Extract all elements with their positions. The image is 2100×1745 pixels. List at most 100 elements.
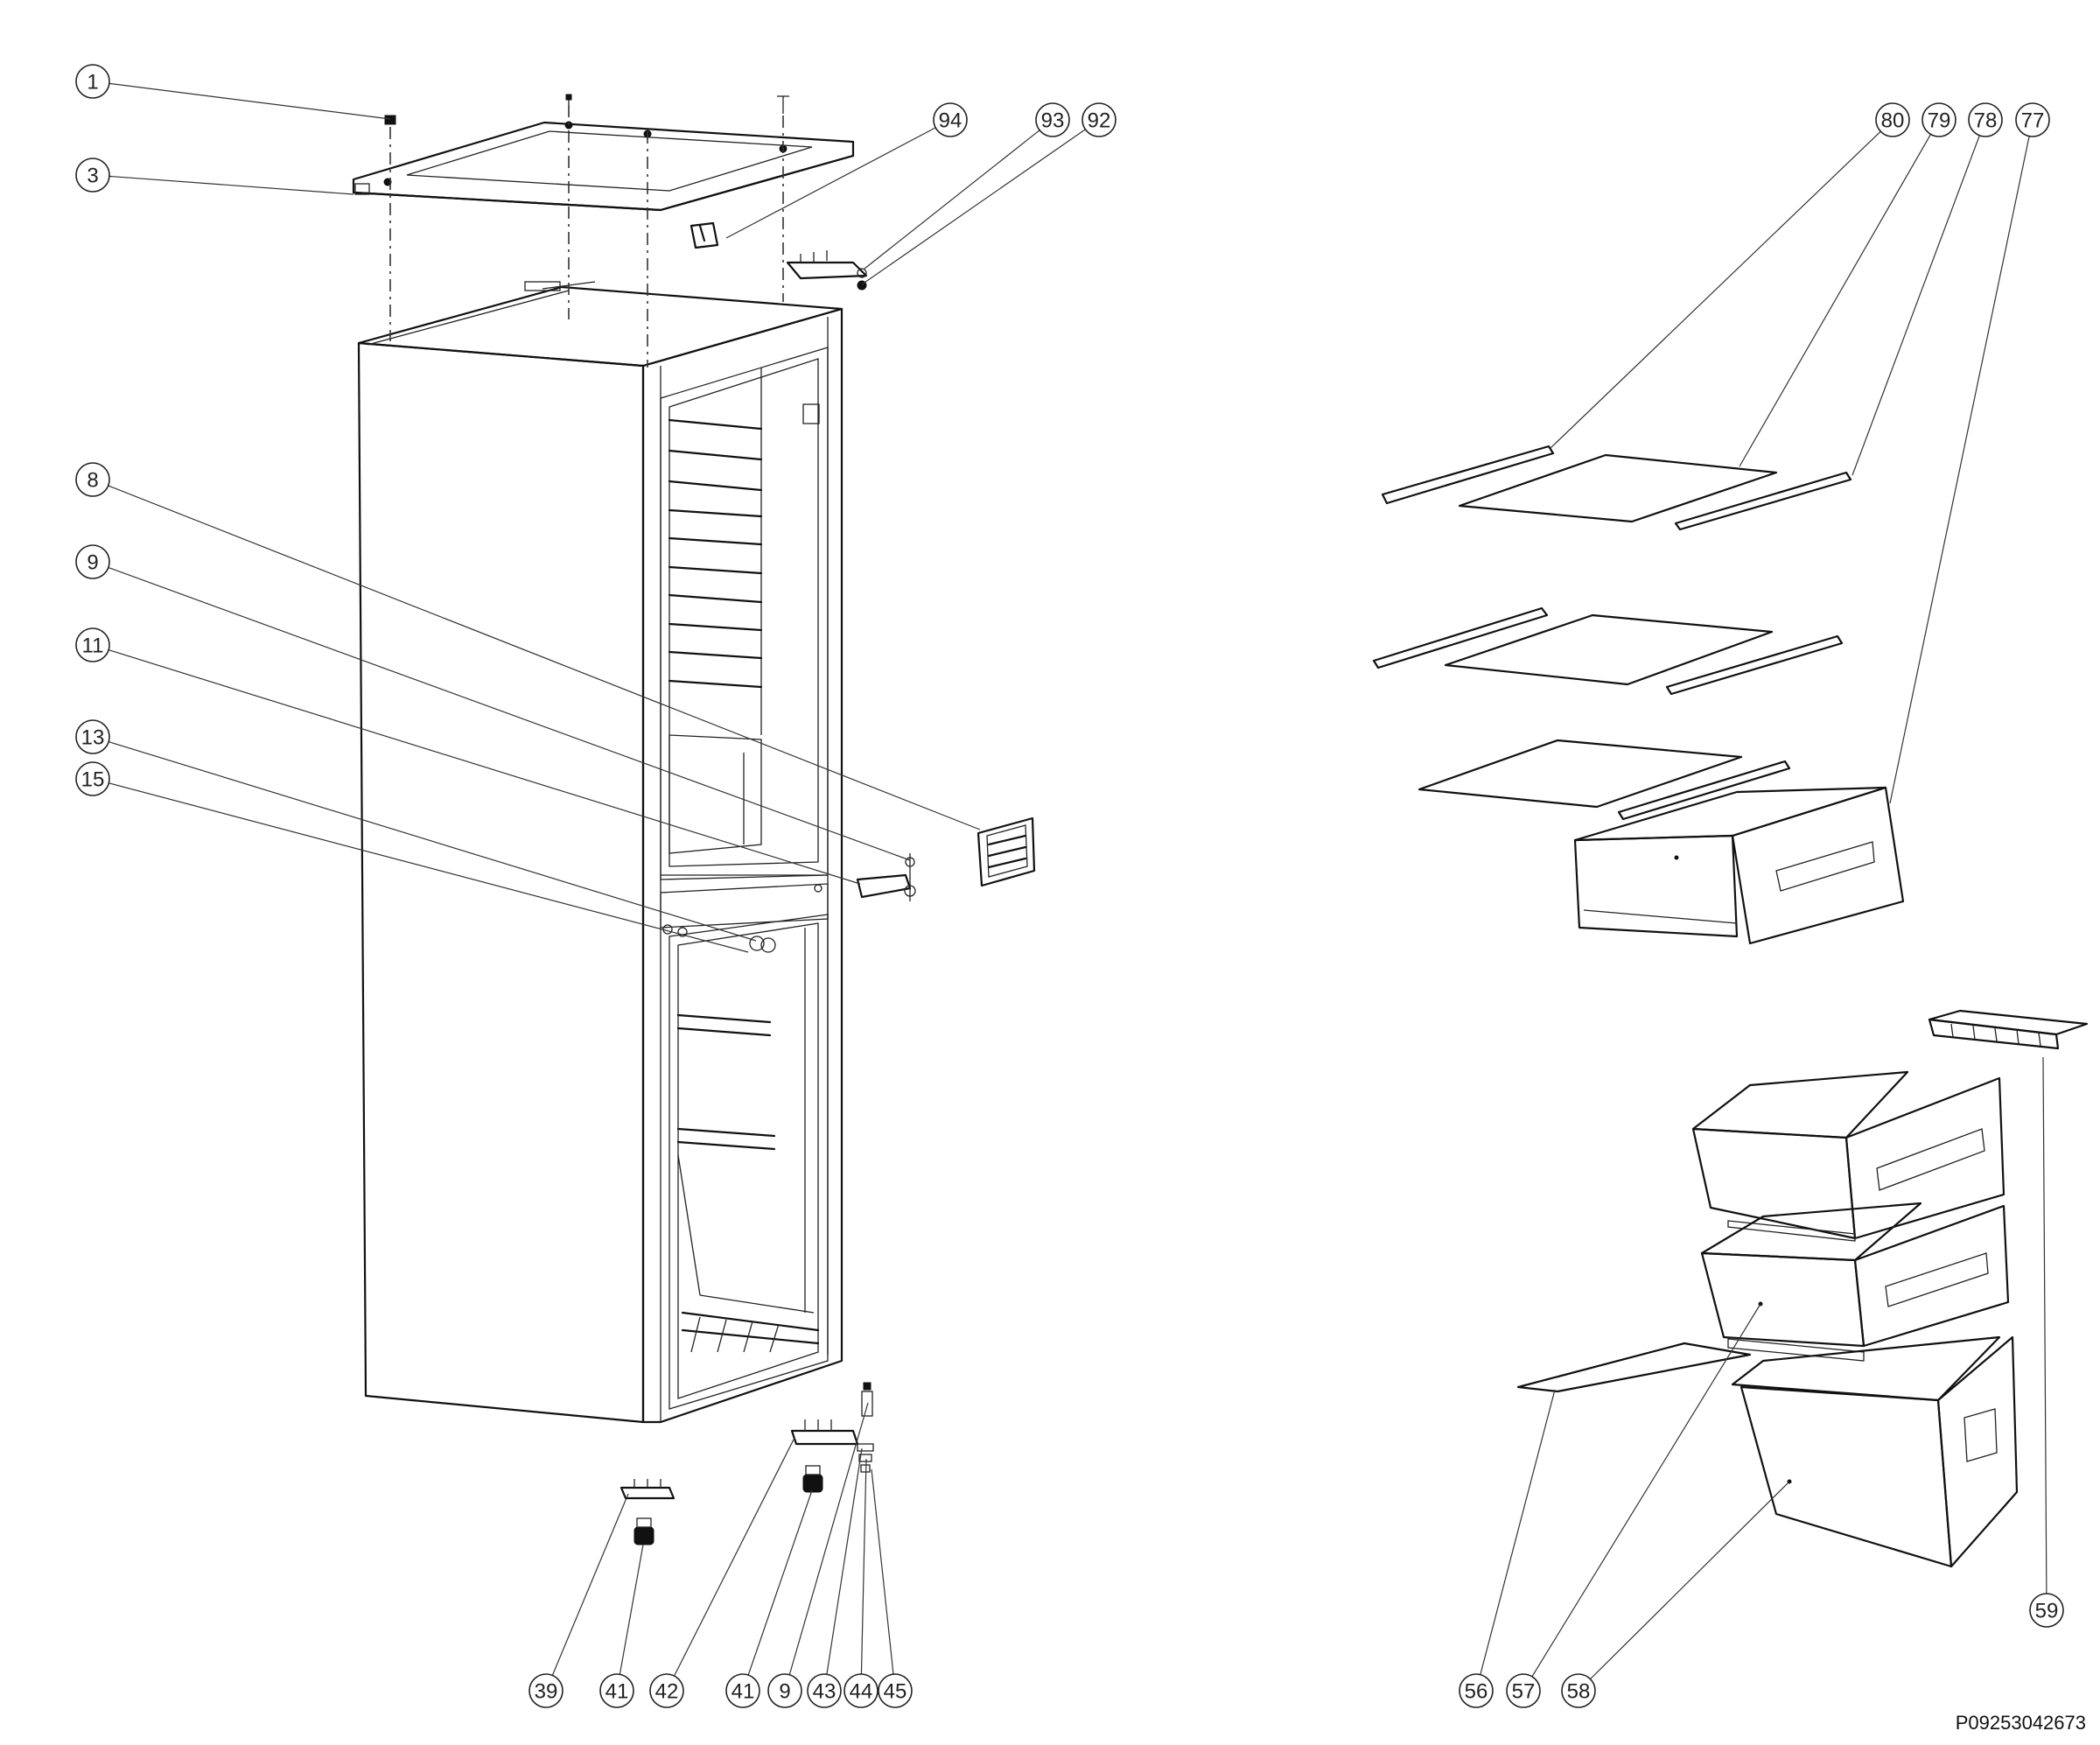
screw-1 — [384, 115, 396, 125]
callout-circle — [1922, 102, 1956, 137]
crisper-drawer — [1573, 786, 1905, 945]
leader-line — [1852, 135, 1980, 476]
callout-9: 9 — [75, 544, 911, 861]
leader-line — [861, 129, 1086, 285]
callout-45: 45 — [871, 1468, 913, 1708]
leader-line — [1739, 134, 1932, 467]
callout-label: 1 — [87, 71, 98, 95]
callout-circle — [844, 1673, 878, 1708]
callout-circle — [878, 1673, 913, 1708]
ice-tray — [1928, 1009, 2089, 1050]
callout-circle — [933, 102, 968, 137]
callout-circle — [2029, 1593, 2064, 1628]
leader-line — [108, 82, 391, 120]
callout-circle — [1082, 102, 1116, 137]
leader-line — [1480, 1389, 1556, 1675]
leader-line — [551, 1493, 629, 1676]
callout-label: 94 — [939, 109, 962, 133]
callout-label: 93 — [1041, 109, 1065, 133]
callout-label: 3 — [87, 165, 98, 188]
leader-line — [860, 1458, 867, 1675]
callout-label: 11 — [82, 634, 104, 658]
callout-label: 8 — [87, 469, 98, 493]
callout-circle — [725, 1673, 760, 1708]
callout-label: 57 — [1512, 1680, 1536, 1704]
leader-line — [674, 1437, 795, 1677]
leader-line — [108, 175, 354, 195]
callout-circle — [807, 1673, 842, 1708]
callout-circle — [2015, 102, 2050, 137]
callout-9: 9 — [767, 1402, 869, 1708]
document-number: P09253042673 — [1955, 1712, 2086, 1734]
callout-41: 41 — [599, 1544, 644, 1708]
callout-circle — [75, 158, 110, 193]
callout-13: 13 — [75, 719, 757, 942]
glass-cover-56 — [1516, 1342, 1752, 1393]
callout-circle — [75, 719, 110, 754]
callout-label: 44 — [850, 1680, 873, 1704]
leader-line — [2042, 1056, 2048, 1594]
callout-label: 9 — [87, 551, 98, 575]
leader-line — [1590, 1481, 1790, 1680]
callout-label: 15 — [81, 768, 105, 792]
callout-circle — [75, 761, 110, 796]
callout-94: 94 — [725, 102, 968, 239]
callout-78: 78 — [1852, 102, 2003, 476]
bottom-left-foot — [620, 1479, 676, 1545]
callout-circle — [75, 462, 110, 497]
callout-93: 93 — [864, 102, 1070, 270]
callout-label: 56 — [1465, 1680, 1488, 1704]
leader-line — [108, 782, 749, 953]
callout-label: 59 — [2035, 1600, 2059, 1623]
callout-circle — [649, 1673, 684, 1708]
shelf-middle — [1372, 606, 1844, 696]
callout-44: 44 — [844, 1458, 878, 1708]
callout-circle — [1506, 1673, 1541, 1708]
leader-line — [1550, 130, 1881, 449]
callout-39: 39 — [528, 1493, 629, 1708]
callout-label: 41 — [606, 1680, 629, 1704]
callout-circle — [75, 627, 110, 662]
leader-line — [871, 1468, 894, 1675]
bottom-hinge — [790, 1419, 859, 1493]
callout-3: 3 — [75, 158, 354, 195]
leader-line — [619, 1544, 644, 1675]
callout-label: 77 — [2021, 109, 2045, 133]
callout-label: 79 — [1928, 109, 1951, 133]
leader-line — [725, 127, 936, 239]
callout-circle — [1035, 102, 1070, 137]
leader-line — [1889, 136, 2030, 804]
callout-77: 77 — [1889, 102, 2050, 804]
middle-hinge — [749, 853, 916, 953]
callout-circle — [1875, 102, 1910, 137]
leader-line — [108, 649, 861, 885]
leader-line — [747, 1489, 813, 1676]
callout-57: 57 — [1506, 1303, 1761, 1708]
leader-line — [788, 1402, 869, 1675]
callout-label: 13 — [81, 726, 105, 750]
callout-label: 9 — [779, 1680, 790, 1704]
callout-label: 39 — [535, 1680, 558, 1704]
callout-label: 92 — [1088, 109, 1111, 133]
callout-41: 41 — [725, 1489, 813, 1708]
leader-line — [864, 130, 1040, 270]
freezer-drawer-middle — [1700, 1202, 2010, 1362]
leader-line — [108, 566, 911, 861]
leader-line — [1531, 1303, 1761, 1678]
callout-8: 8 — [75, 462, 981, 830]
top-hinge — [786, 250, 868, 291]
callout-circle — [75, 544, 110, 579]
top-cover — [352, 121, 855, 249]
air-vent-grille — [976, 816, 1036, 887]
refrigerator-cabinet — [357, 281, 844, 1424]
callout-42: 42 — [649, 1437, 795, 1708]
callout-15: 15 — [75, 761, 749, 953]
shelf-bottom — [1418, 739, 1791, 821]
leader-line — [108, 741, 757, 942]
callout-label: 58 — [1567, 1680, 1591, 1704]
callout-92: 92 — [861, 102, 1116, 285]
callout-circle — [1459, 1673, 1494, 1708]
callout-43: 43 — [807, 1447, 863, 1708]
